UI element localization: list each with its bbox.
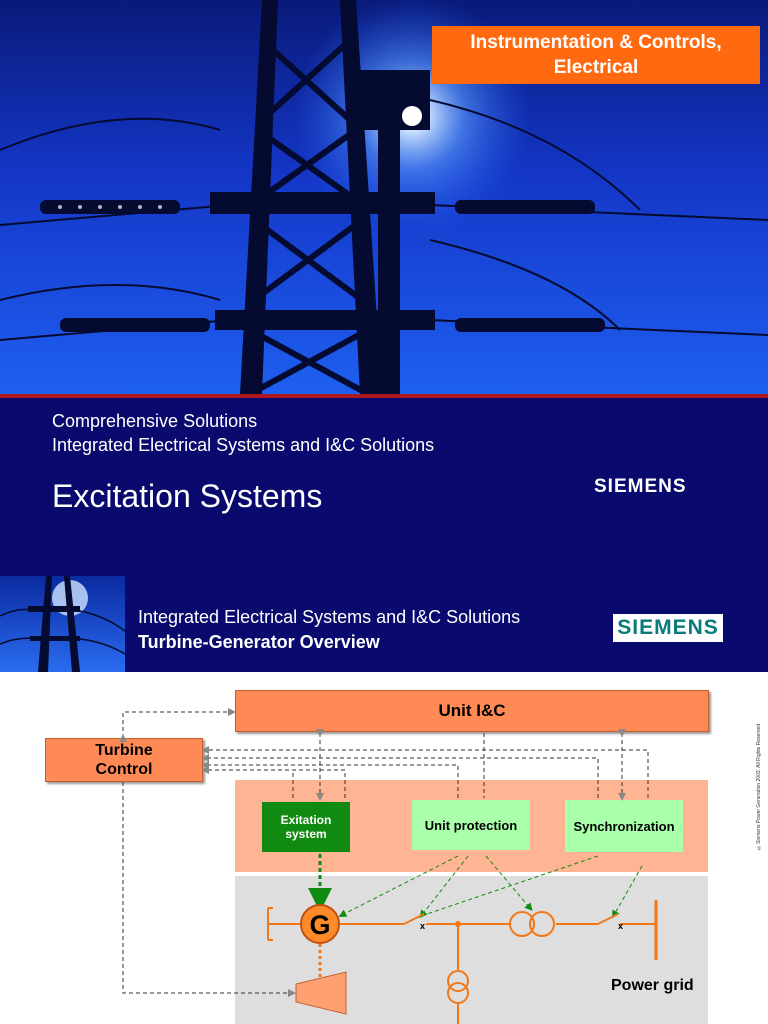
excitation-system-box: Exitation system [262,802,350,852]
unit-protection-box: Unit protection [412,800,530,850]
section-tag-line2: Electrical [553,57,639,78]
cover-title: Excitation Systems [52,478,323,514]
turbine-control-line1: Turbine [95,742,153,759]
siemens-logo: SIEMENS [594,476,687,497]
synchronization-box: Synchronization [565,800,683,852]
slide-title: Turbine-Generator Overview [138,632,380,652]
slide-subtitle: Integrated Electrical Systems and I&C So… [138,607,521,627]
electrical-panel [235,876,708,1024]
section-tag-line1: Instrumentation & Controls, [470,32,722,53]
power-grid-label: Power grid [611,977,694,994]
turbine-control-line2: Control [95,761,153,778]
cover-title-band [0,398,768,576]
siemens-logo-small: SIEMENS [613,614,723,642]
turbine-control-box: Turbine Control [45,738,203,782]
cover-subtitle-2: Integrated Electrical Systems and I&C So… [52,435,435,455]
copyright-note: ©Siemens Power Generation 2003. All Righ… [756,723,762,850]
tower-thumbnail [0,576,125,672]
section-tag: Instrumentation & Controls, Electrical [432,26,760,84]
unit-ic-box: Unit I&C [235,690,709,732]
divider [0,394,768,398]
cover-subtitle-1: Comprehensive Solutions [52,411,258,431]
